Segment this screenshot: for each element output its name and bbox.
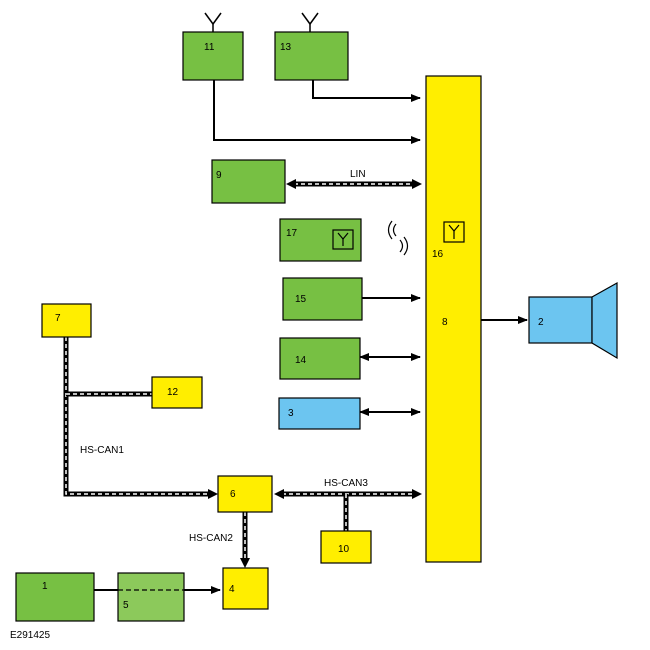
hs-can3-bus xyxy=(274,489,422,531)
antenna-icon xyxy=(204,12,222,32)
label-2: 2 xyxy=(538,317,544,328)
hs-can2-bus xyxy=(240,512,250,568)
label-12: 12 xyxy=(167,387,179,398)
speaker-icon xyxy=(528,281,618,360)
label-16: 16 xyxy=(432,249,444,260)
label-6: 6 xyxy=(230,489,236,500)
wire-13-to-8 xyxy=(312,80,421,102)
antenna-icon xyxy=(443,221,465,243)
bus-label-hs-can3: HS-CAN3 xyxy=(324,478,368,489)
label-5: 5 xyxy=(123,600,129,611)
bus-label-hs-can1: HS-CAN1 xyxy=(80,445,124,456)
box-11 xyxy=(182,31,244,81)
box-1 xyxy=(15,572,95,622)
bus-label-hs-can2: HS-CAN2 xyxy=(189,533,233,544)
bus-label-lin: LIN xyxy=(350,169,366,180)
box-5 xyxy=(117,572,185,622)
box-15 xyxy=(282,277,363,321)
label-4: 4 xyxy=(229,584,235,595)
box-8 xyxy=(425,75,482,563)
label-14: 14 xyxy=(295,355,307,366)
box-4 xyxy=(222,567,269,610)
figure-reference: E291425 xyxy=(10,630,50,641)
label-10: 10 xyxy=(338,544,350,555)
box-12 xyxy=(151,376,203,409)
antenna-icon xyxy=(332,229,354,250)
box-3 xyxy=(278,397,361,430)
label-7: 7 xyxy=(55,313,61,324)
label-8: 8 xyxy=(442,317,448,328)
box-13 xyxy=(274,31,349,81)
lin-bus xyxy=(286,179,422,189)
box-9 xyxy=(211,159,286,204)
antenna-icon xyxy=(301,12,319,32)
box-10 xyxy=(320,530,372,564)
connections xyxy=(63,80,528,594)
box-6 xyxy=(217,475,273,513)
label-15: 15 xyxy=(295,294,307,305)
component-labels: 11 13 9 17 16 15 8 2 14 3 7 12 6 10 4 1 … xyxy=(42,42,544,611)
box-14 xyxy=(279,337,361,380)
wireless-signal-icon xyxy=(387,220,409,256)
label-3: 3 xyxy=(288,408,294,419)
box-17 xyxy=(279,218,362,262)
box-7 xyxy=(41,303,92,338)
wire-11-to-8 xyxy=(213,80,421,144)
label-11: 11 xyxy=(204,42,215,53)
hs-can1-bus xyxy=(63,337,218,499)
label-13: 13 xyxy=(280,42,292,53)
label-9: 9 xyxy=(216,170,222,181)
bus-labels: LIN HS-CAN1 HS-CAN2 HS-CAN3 xyxy=(80,169,368,544)
label-17: 17 xyxy=(286,228,298,239)
label-1: 1 xyxy=(42,581,48,592)
